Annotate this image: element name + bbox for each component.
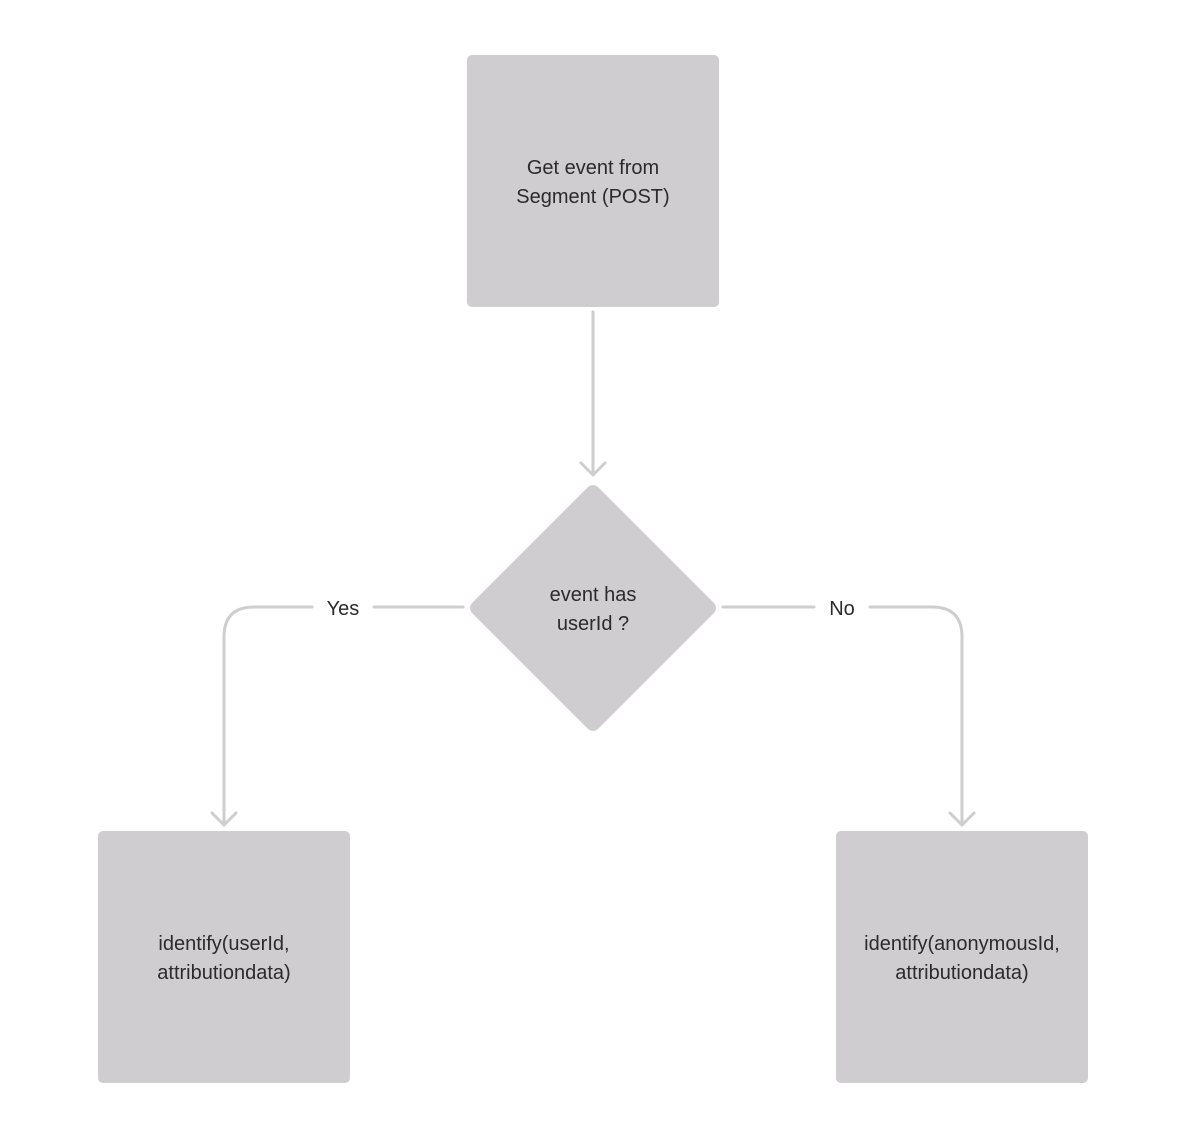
yes-action-node: identify(userId, attributiondata)	[98, 831, 350, 1083]
no-action-node: identify(anonymousId, attributiondata)	[836, 831, 1088, 1083]
edge-no-segment-right	[868, 605, 964, 827]
edge-yes-segment-left	[222, 605, 314, 827]
start-node-line-1: Get event from	[527, 157, 659, 179]
no-action-node-line-2: attributiondata)	[895, 962, 1028, 984]
start-node-line-2: Segment (POST)	[516, 186, 669, 208]
decision-node: event has userId ?	[470, 485, 716, 731]
decision-node-line-2: userId ?	[557, 613, 629, 635]
arrowhead-no	[948, 811, 976, 827]
start-node: Get event from Segment (POST)	[467, 55, 719, 307]
decision-node-line-1: event has	[550, 584, 637, 606]
edge-label-no: No	[829, 598, 855, 620]
yes-action-node-line-1: identify(userId,	[158, 933, 289, 955]
decision-node-shape	[470, 485, 716, 731]
arrowhead-start-to-decision	[579, 461, 607, 477]
arrowhead-yes	[210, 811, 238, 827]
no-action-node-shape	[836, 831, 1088, 1083]
no-action-node-line-1: identify(anonymousId,	[864, 933, 1060, 955]
yes-action-node-line-2: attributiondata)	[157, 962, 290, 984]
edge-label-yes: Yes	[327, 598, 360, 620]
start-node-shape	[467, 55, 719, 307]
yes-action-node-shape	[98, 831, 350, 1083]
connectors	[210, 310, 976, 827]
